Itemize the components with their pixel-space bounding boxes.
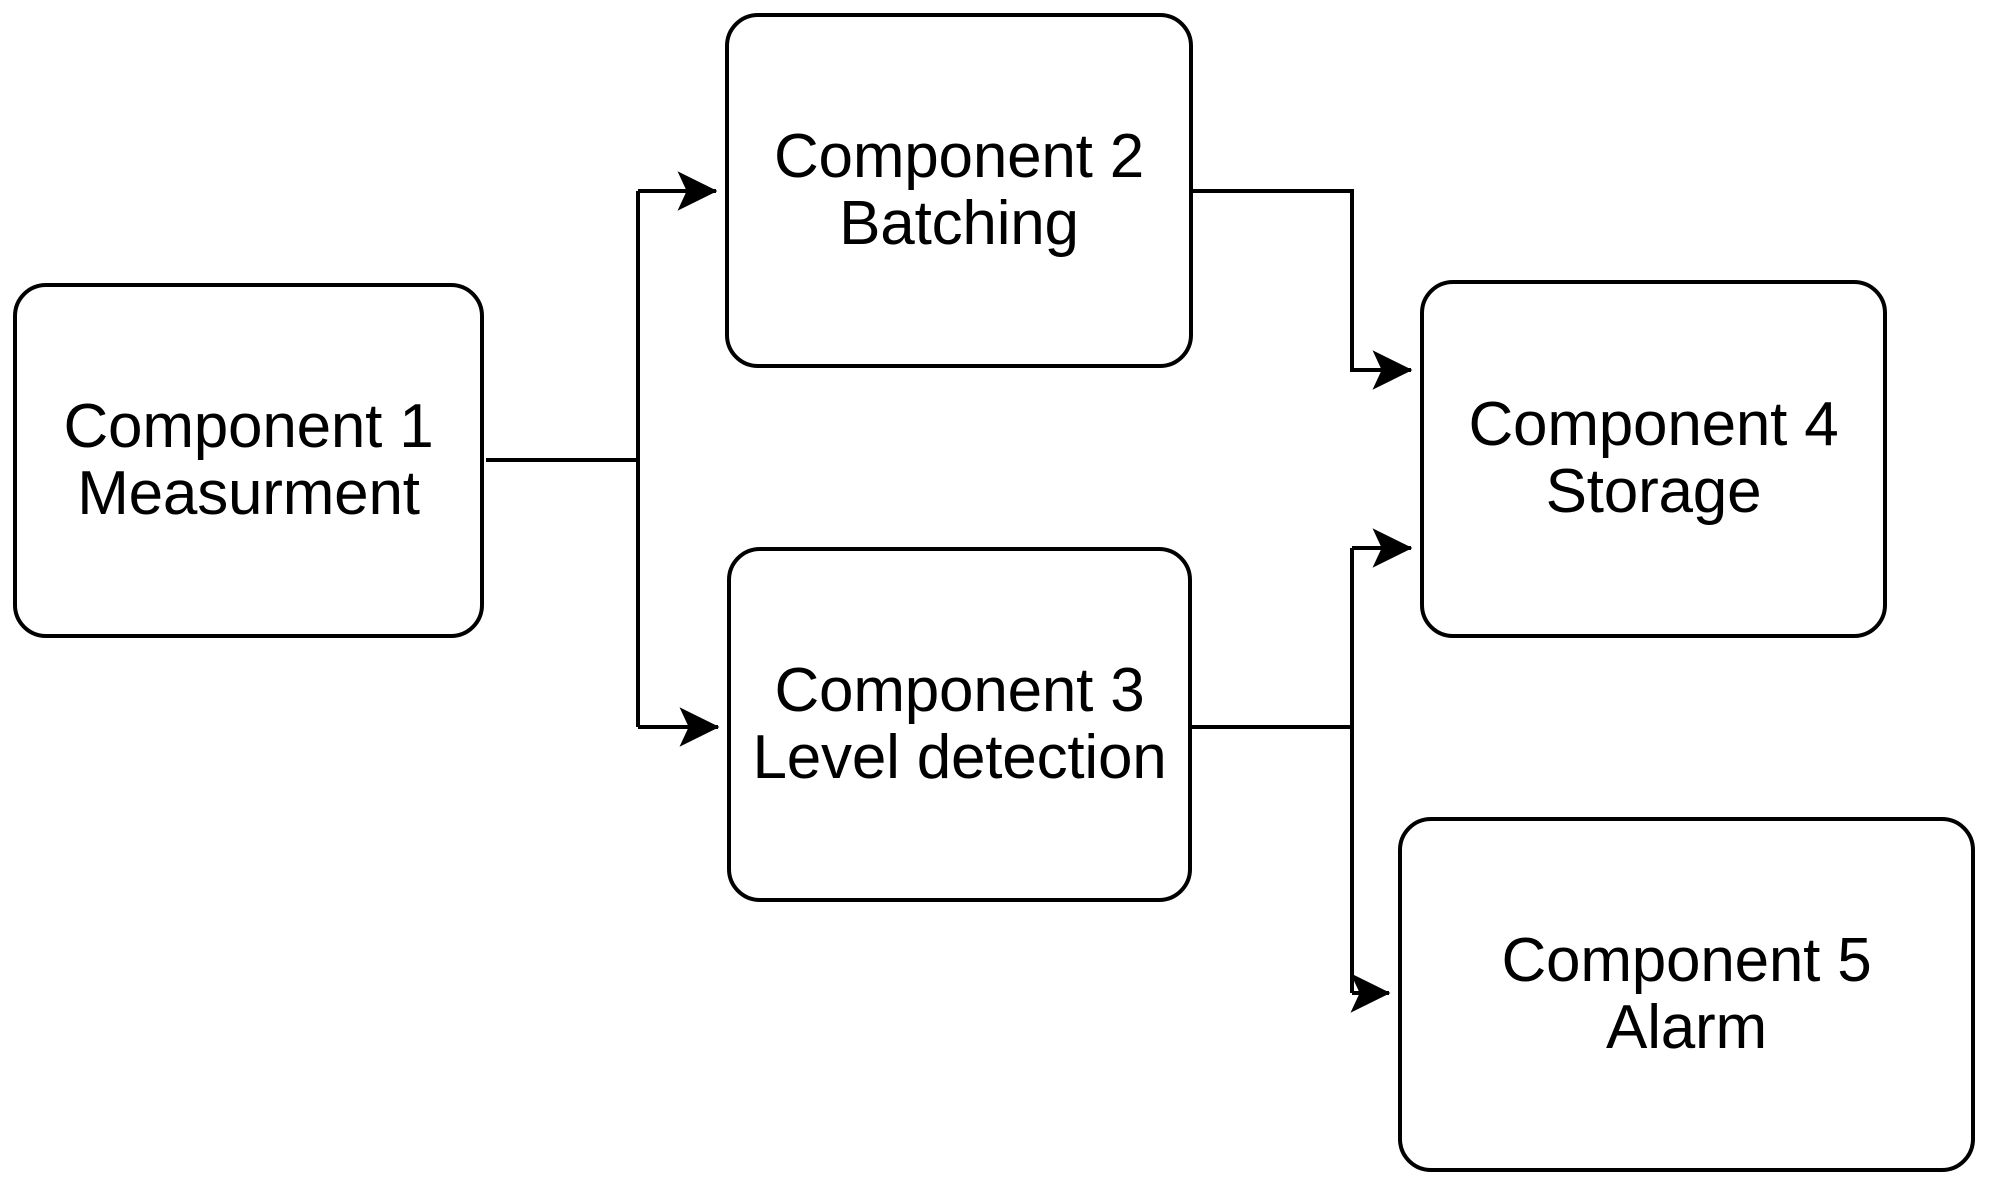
node-component-1-line1: Component 1: [63, 391, 434, 461]
node-component-2-line2: Batching: [839, 188, 1079, 258]
node-component-4[interactable]: Component 4 Storage: [1420, 280, 1887, 638]
edge-c2-c4: [1193, 189, 1413, 390]
node-component-3[interactable]: Component 3 Level detection: [727, 547, 1192, 902]
node-component-5-line2: Alarm: [1606, 992, 1767, 1062]
node-component-1-line2: Measurment: [77, 458, 420, 528]
node-component-2[interactable]: Component 2 Batching: [725, 13, 1193, 368]
node-component-3-line2: Level detection: [752, 722, 1167, 792]
node-component-5[interactable]: Component 5 Alarm: [1398, 817, 1975, 1172]
node-component-3-line1: Component 3: [774, 655, 1145, 725]
node-component-2-line1: Component 2: [773, 121, 1145, 191]
node-component-1[interactable]: Component 1 Measurment: [13, 283, 484, 638]
node-component-4-line1: Component 4: [1468, 390, 1839, 460]
node-component-5-line1: Component 5: [1501, 925, 1872, 995]
node-component-4-line2: Storage: [1545, 457, 1762, 526]
